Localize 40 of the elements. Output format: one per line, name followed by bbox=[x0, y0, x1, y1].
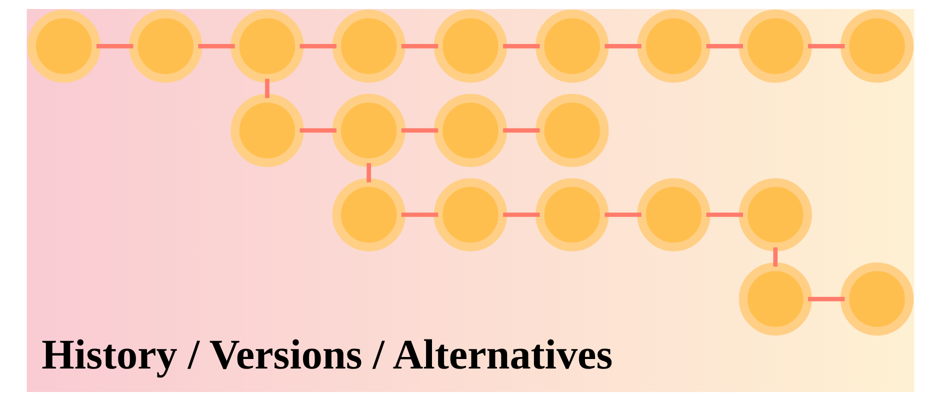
connector bbox=[706, 212, 743, 216]
node-circle bbox=[332, 178, 405, 251]
node-circle bbox=[738, 178, 812, 251]
node-circle bbox=[433, 178, 507, 251]
connector bbox=[772, 246, 778, 266]
connector bbox=[400, 212, 438, 216]
node-circle bbox=[840, 9, 914, 82]
node-circle bbox=[738, 262, 812, 336]
connector bbox=[96, 44, 133, 48]
connector bbox=[366, 162, 371, 182]
connector bbox=[502, 128, 540, 132]
node-circle bbox=[230, 93, 304, 167]
node-circle bbox=[26, 9, 100, 82]
connector bbox=[299, 44, 336, 48]
node-circle bbox=[840, 262, 914, 336]
node-circle bbox=[128, 9, 202, 82]
node-circle bbox=[535, 9, 608, 82]
node-circle bbox=[230, 9, 304, 82]
connector bbox=[604, 44, 641, 48]
connector bbox=[807, 296, 844, 301]
connector bbox=[604, 212, 641, 216]
node-circle bbox=[738, 9, 812, 82]
diagram-title: History / Versions / Alternatives bbox=[41, 331, 612, 378]
node-circle bbox=[636, 9, 710, 82]
connector bbox=[264, 78, 269, 98]
connector bbox=[198, 44, 234, 48]
connector bbox=[502, 212, 540, 216]
connector bbox=[400, 128, 438, 132]
connector bbox=[502, 44, 540, 48]
node-circle bbox=[433, 9, 507, 82]
node-circle bbox=[332, 93, 405, 167]
connector bbox=[807, 44, 844, 48]
node-circle bbox=[332, 9, 405, 82]
connector bbox=[706, 44, 743, 48]
connector bbox=[299, 128, 336, 132]
node-circle bbox=[433, 93, 507, 167]
connector bbox=[400, 44, 438, 48]
node-circle bbox=[535, 93, 608, 167]
node-circle bbox=[636, 178, 710, 251]
node-circle bbox=[535, 178, 608, 251]
